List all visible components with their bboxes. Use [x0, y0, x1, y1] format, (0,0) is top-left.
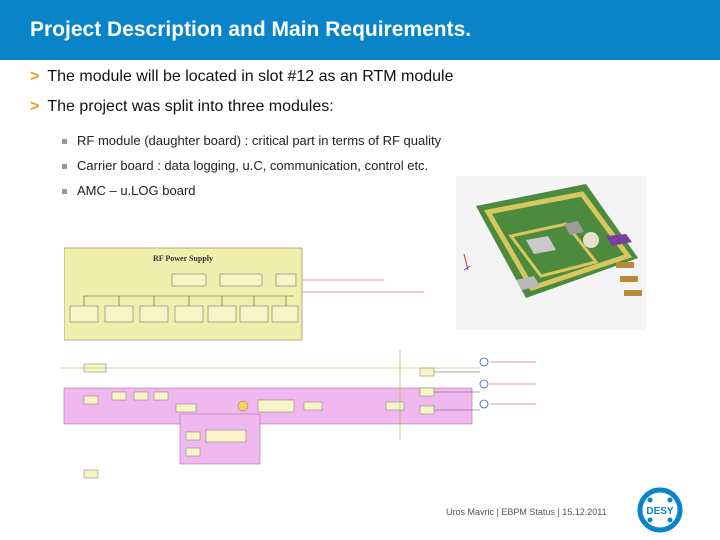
power-supply-graphic: RF Power Supply: [63, 247, 424, 341]
subbullet-text: Carrier board : data logging, u.C, commu…: [77, 158, 429, 173]
square-bullet-icon: [62, 164, 67, 170]
desy-logo: DESY: [636, 486, 684, 534]
subbullet-carrier-board: Carrier board : data logging, u.C, commu…: [62, 158, 428, 173]
arrow-bullet-icon: >: [30, 98, 40, 115]
bullet-slot-location: > The module will be located in slot #12 …: [30, 68, 453, 86]
subbullet-text: AMC – u.LOG board: [77, 183, 196, 198]
desy-logo-text: DESY: [646, 506, 674, 517]
slide-title: Project Description and Main Requirement…: [30, 18, 472, 41]
bullet-text: The module will be located in slot #12 a…: [47, 68, 454, 85]
subbullet-amc-board: AMC – u.LOG board: [62, 183, 196, 198]
signal-chain-graphic: [60, 350, 536, 479]
desy-logo-icon: DESY: [637, 487, 683, 533]
subbullet-rf-module: RF module (daughter board) : critical pa…: [62, 133, 441, 148]
arrow-bullet-icon: >: [30, 68, 40, 85]
rf-power-supply-diagram: RF Power Supply: [63, 244, 442, 342]
signal-chain-diagram: [60, 350, 540, 482]
title-bar: Project Description and Main Requirement…: [0, 0, 720, 60]
pcb-render-graphic: [463, 184, 642, 298]
pcb-render-image: [456, 176, 646, 330]
bullet-text: The project was split into three modules…: [47, 98, 334, 115]
square-bullet-icon: [62, 189, 67, 195]
power-supply-title: RF Power Supply: [153, 254, 213, 263]
subbullet-text: RF module (daughter board) : critical pa…: [77, 133, 442, 148]
square-bullet-icon: [62, 139, 67, 145]
footer-text: Uros Mavric | EBPM Status | 15.12.2011: [446, 507, 607, 517]
bullet-three-modules: > The project was split into three module…: [30, 98, 334, 116]
